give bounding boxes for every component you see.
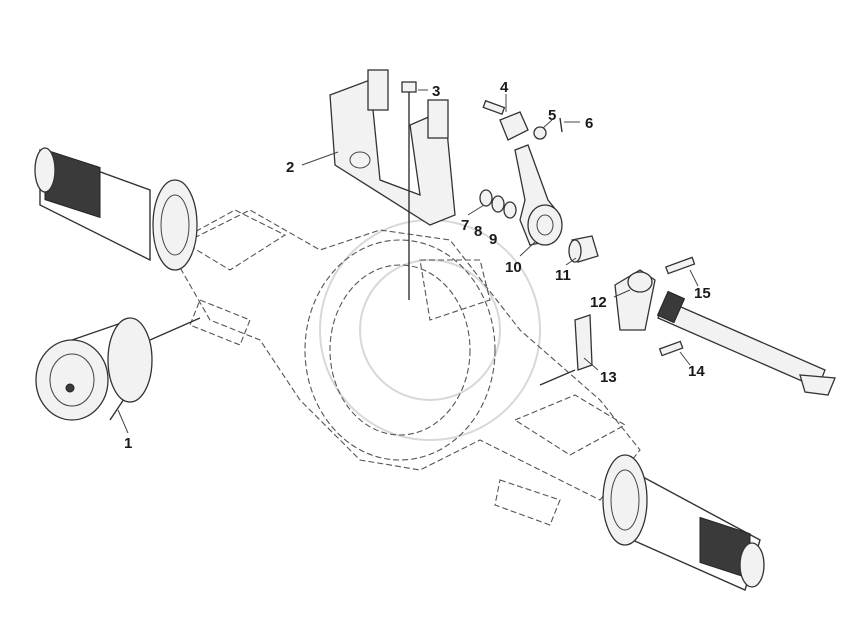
callout-2: 2 xyxy=(286,159,294,176)
axle-housing xyxy=(169,209,641,526)
leader-lines xyxy=(117,89,699,434)
callout-5: 5 xyxy=(548,107,556,124)
bolt-3 xyxy=(401,81,417,300)
washers xyxy=(479,189,517,219)
left-spindle xyxy=(34,147,198,271)
callout-14: 14 xyxy=(688,363,705,380)
right-spindle xyxy=(602,454,765,591)
bushing xyxy=(568,235,599,263)
callout-10: 10 xyxy=(505,259,522,276)
callout-4: 4 xyxy=(500,79,509,96)
bracket xyxy=(329,69,456,226)
callout-9: 9 xyxy=(489,231,497,248)
callout-3: 3 xyxy=(432,83,440,100)
brake-chamber xyxy=(35,317,201,421)
camshaft xyxy=(656,290,836,396)
fastener-parts xyxy=(482,99,563,141)
slack-adjuster xyxy=(514,144,563,246)
callout-12: 12 xyxy=(590,294,607,311)
callout-8: 8 xyxy=(474,223,482,240)
callouts: 1 2 3 4 5 6 7 8 9 10 11 12 13 14 15 xyxy=(124,79,711,452)
bolts-14-15 xyxy=(658,256,696,357)
callout-1: 1 xyxy=(124,435,132,452)
watermark xyxy=(319,219,541,441)
callout-11: 11 xyxy=(555,267,571,284)
callout-15: 15 xyxy=(694,285,711,302)
callout-13: 13 xyxy=(600,369,617,386)
cam-bracket xyxy=(539,269,656,386)
callout-7: 7 xyxy=(461,217,469,234)
callout-6: 6 xyxy=(585,115,593,132)
